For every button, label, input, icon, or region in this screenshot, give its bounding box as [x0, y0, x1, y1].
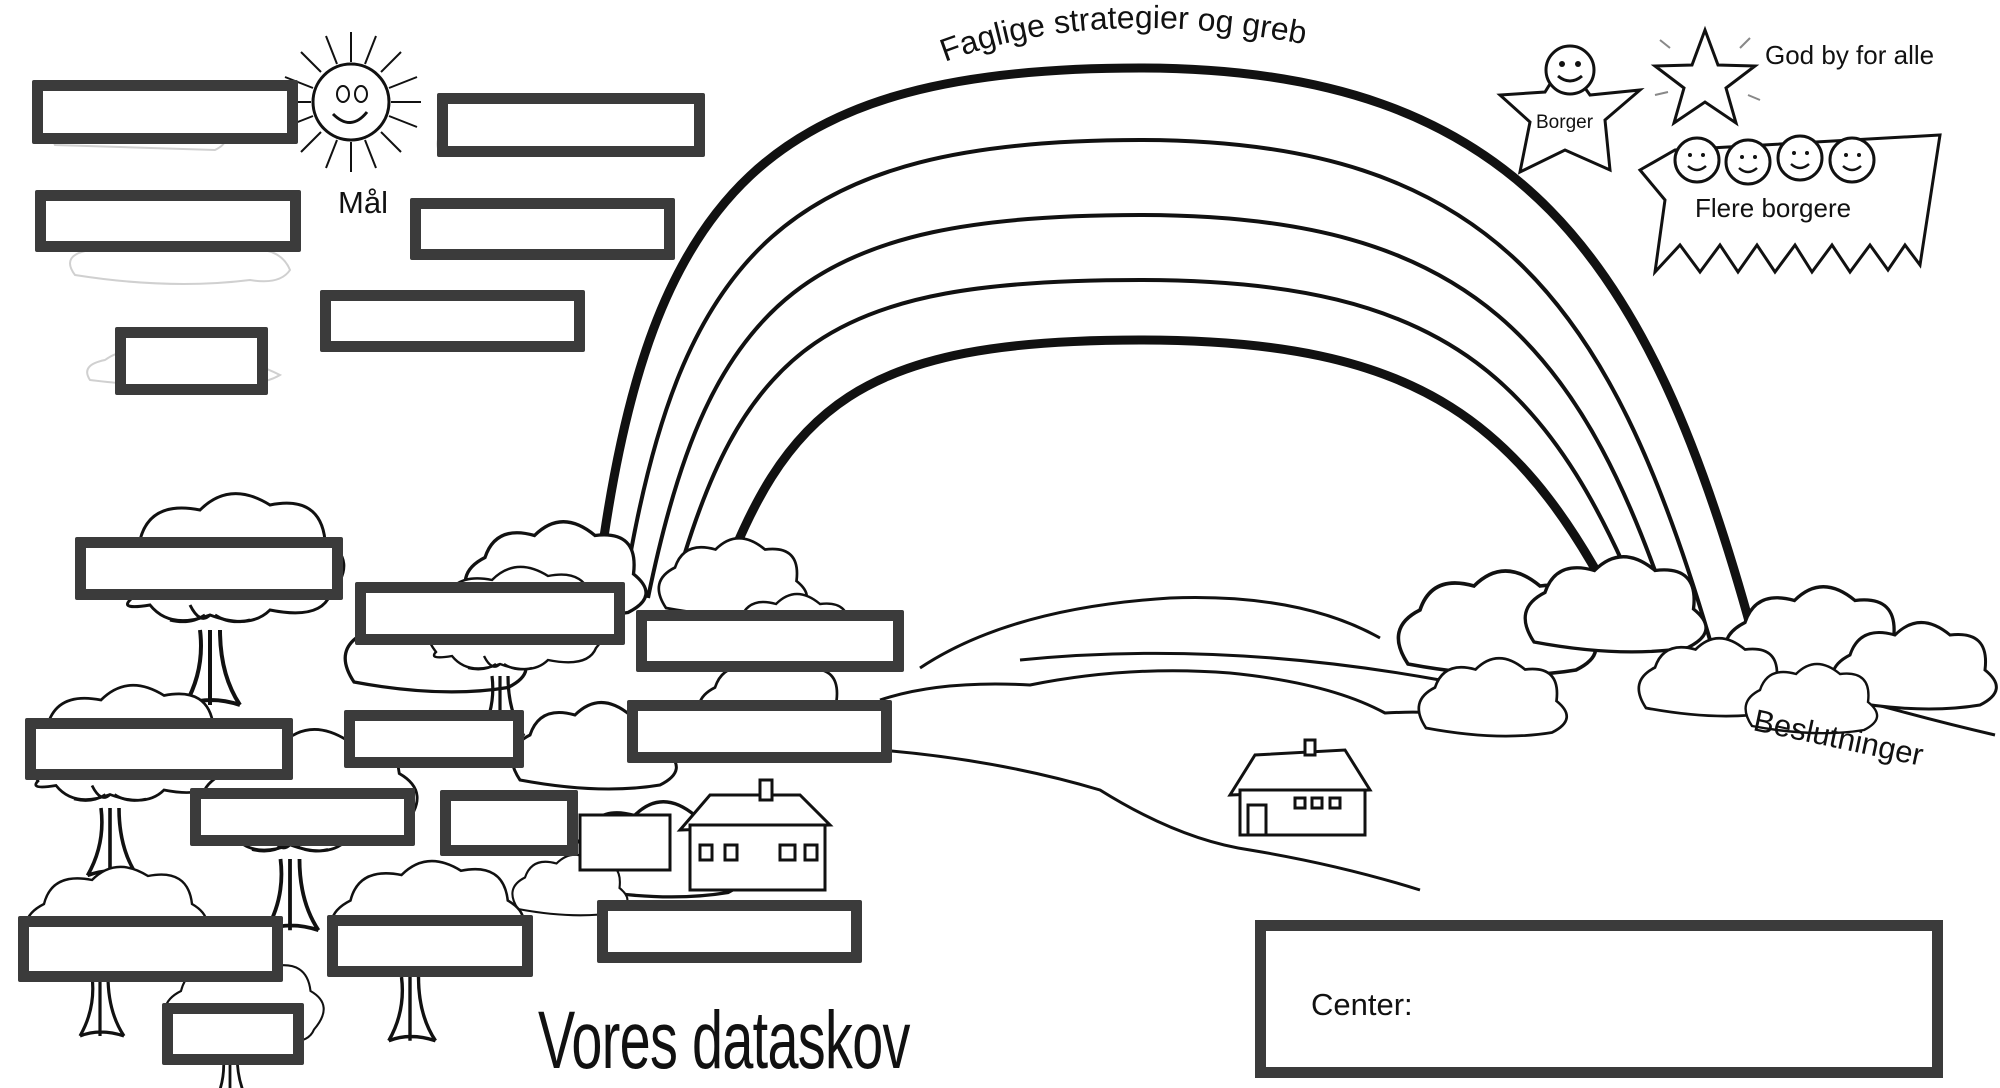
data-box[interactable] — [25, 718, 293, 780]
bush-icon — [1396, 555, 1998, 738]
data-box[interactable] — [327, 915, 533, 977]
star-icon — [1650, 25, 1761, 127]
rainbow — [595, 63, 1757, 646]
sun-icon — [281, 32, 421, 172]
goal-box[interactable] — [410, 198, 675, 260]
more-citizens-label: Flere borgere — [1695, 193, 1852, 223]
goal-box[interactable] — [437, 93, 705, 157]
good-city-label: God by for alle — [1765, 40, 1935, 70]
data-box[interactable] — [344, 710, 524, 768]
landscape — [879, 596, 1996, 892]
center-label: Center: — [1311, 987, 1413, 1022]
data-box[interactable] — [636, 610, 904, 672]
data-box[interactable] — [597, 900, 862, 963]
data-box[interactable] — [75, 537, 343, 600]
goal-label: Mål — [338, 185, 388, 220]
data-box[interactable] — [355, 582, 625, 645]
house-icon — [578, 738, 1373, 892]
goal-box[interactable] — [115, 327, 268, 395]
data-box[interactable] — [627, 700, 892, 763]
goal-box[interactable] — [35, 190, 301, 252]
goal-box[interactable] — [32, 80, 298, 144]
rainbow-title: Faglige strategier og greb — [935, 0, 1310, 69]
star-icon — [1496, 44, 1645, 175]
forest-title: Vores dataskov — [538, 995, 910, 1086]
data-box[interactable] — [18, 916, 283, 982]
center-box[interactable]: Center: — [1255, 920, 1943, 1078]
citizen-label: Borger — [1536, 112, 1594, 133]
data-box[interactable] — [162, 1003, 304, 1065]
smiley-icon — [1637, 133, 1942, 277]
data-box[interactable] — [190, 788, 415, 846]
data-box[interactable] — [440, 790, 578, 856]
goal-box[interactable] — [320, 290, 585, 352]
